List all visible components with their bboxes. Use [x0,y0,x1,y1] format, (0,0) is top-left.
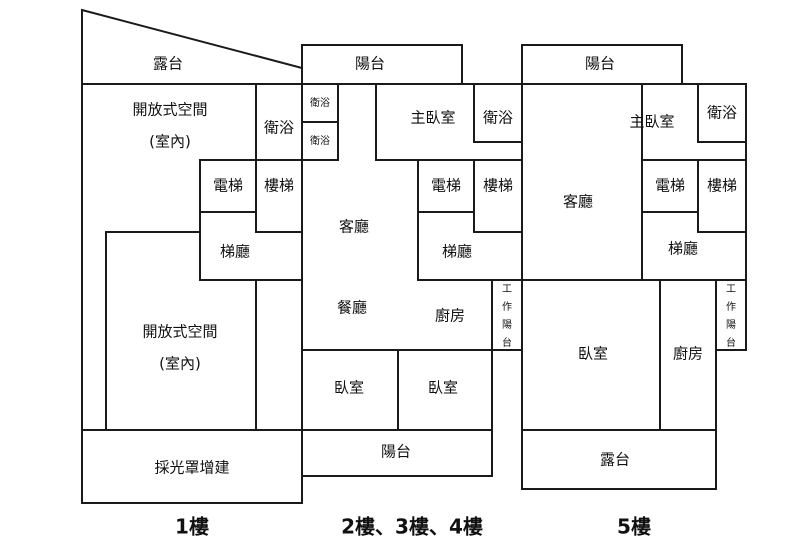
floor1-caption: 1樓 [175,515,209,539]
floor5-bedroom-label: 臥室 [578,345,608,363]
floor1-terrace-label: 露台 [153,55,183,73]
floor-1-plan: 露台 開放式空間 (室內) 衛浴 電梯 樓梯 梯廳 開放式空間 (室內) 採光罩… [81,8,303,539]
floor2-service-balcony-char-3: 陽 [502,319,512,331]
floor5-living-room [521,83,643,281]
floor5-bath-label: 衛浴 [707,104,737,122]
floor5-service-balcony [715,279,747,351]
floor1-open-space-bottom-sub: (室內) [159,355,201,373]
floor5-living-room-label: 客廳 [563,193,593,211]
floor5-service-balcony-char-2: 作 [726,301,736,313]
floor2-bath [473,83,523,143]
floor2-service-balcony-char-2: 作 [502,301,512,313]
floor1-open-space-top-sub: (室內) [149,133,191,151]
floor1-open-space-top-label: 開放式空間 [132,101,207,119]
floor2-bath-label: 衛浴 [483,109,513,127]
floor5-terrace-label: 露台 [600,451,630,469]
floor5-kitchen-label: 廚房 [673,345,703,363]
floor2-bedroom-1-label: 臥室 [334,379,364,397]
floor2-lobby-label: 梯廳 [442,243,472,261]
floor5-caption: 5樓 [617,515,651,539]
floor2-service-balcony-char-1: 工 [502,284,512,295]
floor2-bedroom-2 [397,349,493,431]
floor2-balcony-bottom-label: 陽台 [381,443,411,461]
floor5-elevator-label: 電梯 [655,177,685,195]
floor2-balcony-bottom [301,429,493,477]
floor2-bedroom-2-label: 臥室 [428,379,458,397]
floor5-service-balcony-char-4: 台 [726,336,736,349]
floor1-lobby-label: 梯廳 [220,243,250,261]
floor2-balcony-top-label: 陽台 [355,55,385,73]
floor2-elevator-label: 電梯 [431,177,461,195]
floor2-elevator [417,159,475,213]
floor2-caption: 2樓、3樓、4樓 [341,515,483,539]
floor5-service-balcony-char-3: 陽 [726,319,736,331]
floor2-kitchen-label: 廚房 [435,307,465,325]
floor5-lobby-label: 梯廳 [668,240,698,258]
floor2-bath-small-2 [301,121,339,161]
floor5-master-bedroom-label: 主臥室 [629,113,674,131]
floor5-terrace [521,429,717,490]
floor2-bath-small-1 [301,83,339,123]
floor2-living-room-label: 客廳 [339,218,369,236]
floor5-kitchen [659,279,717,431]
floor1-stairs-label: 樓梯 [264,177,294,195]
floor1-stairs [255,159,303,233]
floor5-balcony-top [521,44,683,85]
floor2-master-bedroom-label: 主臥室 [410,109,455,127]
floor2-bath-small-1-label: 衛浴 [310,96,330,109]
floor1-terrace-area [81,8,303,85]
floor1-bath-label: 衛浴 [264,119,294,137]
floor2-service-balcony [491,279,523,351]
floor1-open-space-bottom-label: 開放式空間 [142,323,217,341]
floor1-elevator-label: 電梯 [213,177,243,195]
floor2-stairs-label: 樓梯 [483,177,513,195]
floor2-stairs [473,159,523,233]
floor5-balcony-top-label: 陽台 [585,55,615,73]
floor2-dining-label: 餐廳 [337,299,367,317]
floor-5-plan: 陽台 主臥室 衛浴 客廳 電梯 樓梯 梯廳 工 作 陽 台 臥室 廚房 露台 5… [521,44,747,539]
floor2-balcony-top [301,44,463,85]
floor2-service-balcony-char-4: 台 [502,336,512,349]
floor5-elevator [641,159,699,213]
floor-2-4-plan: 陽台 衛浴 衛浴 主臥室 衛浴 客廳 電梯 樓梯 梯廳 餐廳 廚房 工 作 陽 … [301,44,523,539]
floor5-service-balcony-char-1: 工 [726,284,736,295]
floor5-stairs-label: 樓梯 [707,177,737,195]
floor5-bedroom [521,279,661,431]
floor5-stairs [697,159,747,233]
floor5-bath [697,83,747,143]
floor2-bath-small-2-label: 衛浴 [310,134,330,147]
floor2-bedroom-1 [301,349,399,431]
floor1-skylight-label: 採光罩增建 [154,459,229,477]
